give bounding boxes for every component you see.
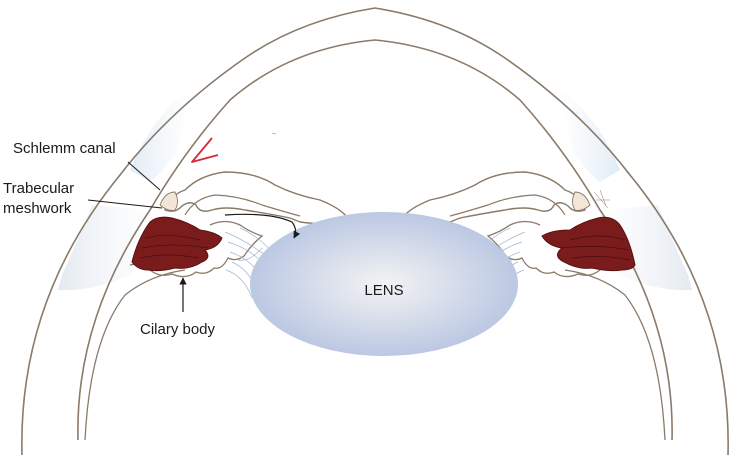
ciliary-muscle-left-fibers — [139, 235, 209, 259]
iris-left — [164, 171, 351, 225]
angle-mark — [191, 137, 219, 163]
sclera-tint-left — [58, 205, 145, 291]
outer-eye-wall — [21, 7, 729, 456]
trabecular-meshwork-right — [572, 191, 591, 211]
aqueous-flow-arrow — [224, 213, 301, 239]
lens — [250, 212, 518, 356]
choroid-left — [84, 269, 186, 441]
iris-right-inner — [449, 194, 566, 217]
trabecular-meshwork-label-line1: Trabecular — [3, 180, 74, 197]
trabecular-meshwork-label-line2: meshwork — [3, 200, 72, 217]
ciliary-processes-left — [129, 220, 264, 278]
cornea-tint-left — [130, 88, 190, 182]
iris-left-inner — [184, 194, 301, 217]
choroid-right — [564, 269, 666, 441]
ciliary-body-label: Cilary body — [140, 321, 216, 338]
cornea-tint-right — [560, 88, 620, 182]
lens-label: LENS — [364, 282, 403, 299]
ciliary-processes-right — [486, 220, 621, 278]
ciliary-muscle-right-fibers — [559, 235, 631, 261]
ciliary-muscle-left — [131, 216, 223, 272]
trabecular-meshwork-right-detail — [593, 189, 610, 209]
schlemm-canal-label: Schlemm canal — [13, 140, 116, 157]
speck — [271, 132, 277, 135]
schlemm-canal-pointer — [127, 161, 161, 191]
trabecular-meshwork-pointer — [87, 199, 163, 209]
trabecular-meshwork-left — [159, 191, 178, 211]
